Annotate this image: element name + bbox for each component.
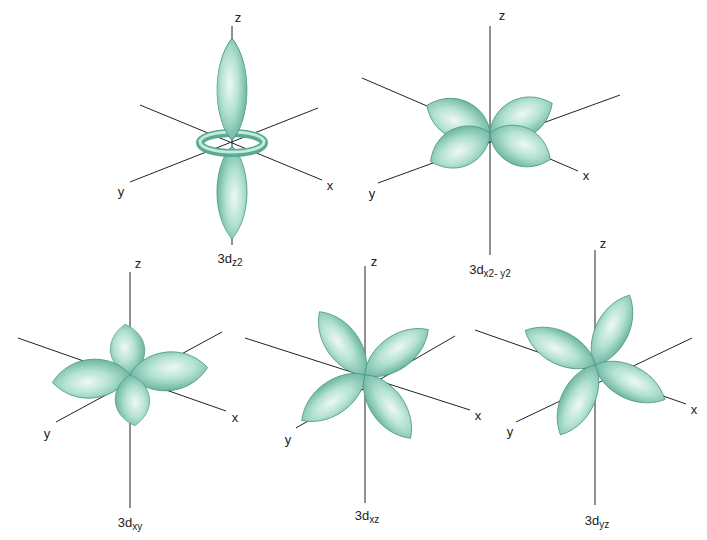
axis-label: x [691,403,698,417]
y-axis [378,95,620,183]
dx2-y2-orbital [419,86,561,179]
dz2-orbital [200,38,264,239]
axis-label: y [285,433,292,447]
orbital-lobe [482,115,558,177]
axis-label: z [371,255,378,269]
orbital-name: 3dz2 [217,252,242,266]
axis-label: x [327,179,334,193]
axis-label: y [507,425,514,439]
axis-label: z [135,257,142,271]
orbital-lobe [217,146,247,239]
dxz-orbital [292,302,438,448]
orbital-lobe [588,350,673,414]
orbital-lobe [292,362,375,434]
axis-label: z [600,237,607,251]
axis-label: y [369,187,376,201]
z-axis [490,26,491,255]
orbital-name: 3dyz [585,514,609,528]
orbital-name: 3dx2- y2 [469,263,511,277]
dxy-orbital [51,323,210,428]
orbital-lobe [113,373,152,427]
axis-label: x [475,409,482,423]
orbital-name: 3dxz [355,509,379,523]
dyz-orbital [518,288,672,442]
axis-label: x [232,411,239,425]
orbital-name: 3dxy [118,516,142,530]
orbital-lobe [422,116,498,179]
orbital-lobe [352,365,424,448]
axis-label: y [44,427,51,441]
axis-lines [18,26,692,508]
axis-label: z [499,9,506,23]
orbital-lobe [217,38,247,140]
orbital-lobe [546,358,610,443]
axis-label: y [118,185,125,199]
axis-label: z [235,11,242,25]
axis-label: x [583,169,590,183]
